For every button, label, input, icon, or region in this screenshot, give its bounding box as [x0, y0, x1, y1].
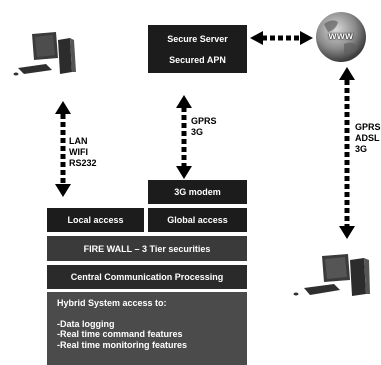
feature-item: -Data logging [57, 318, 115, 329]
gprs-link-labels: GPRS 3G [191, 116, 217, 138]
modem-label: 3G modem [174, 187, 221, 197]
secured-apn-label: Secured APN [169, 54, 226, 65]
remote-computer-icon [293, 254, 370, 296]
local-link-label: RS232 [69, 158, 97, 168]
ccp-label: Central Communication Processing [70, 272, 224, 282]
firewall-box: FIRE WALL – 3 Tier securities [47, 236, 247, 261]
local-link-label: LAN [69, 136, 88, 146]
modem-box: 3G modem [148, 180, 247, 204]
local-link-label: WIFI [69, 147, 88, 157]
firewall-label: FIRE WALL – 3 Tier securities [83, 243, 211, 254]
internet-link-labels: GPRS ADSL 3G [355, 122, 381, 155]
internet-link-label: ADSL [355, 133, 380, 143]
hybrid-title: Hybrid System access to: [57, 298, 167, 308]
hybrid-system-panel: Hybrid System access to: -Data logging -… [47, 292, 247, 365]
local-link-labels: LAN WIFI RS232 [69, 136, 97, 169]
internet-link-label: GPRS [355, 122, 381, 132]
global-access-label: Global access [167, 215, 228, 225]
local-access-box: Local access [47, 208, 144, 232]
secure-server-box: Secure Server Secured APN [148, 25, 247, 73]
feature-item: -Real time monitoring features [57, 339, 188, 350]
gprs-link-label: 3G [191, 127, 204, 137]
ccp-box: Central Communication Processing [47, 265, 247, 289]
local-access-label: Local access [67, 215, 124, 225]
internet-link-label: 3G [355, 144, 368, 154]
globe-label: www [328, 31, 354, 42]
gprs-link-label: GPRS [191, 116, 217, 126]
feature-item: -Real time command features [57, 329, 183, 339]
global-access-box: Global access [148, 208, 247, 232]
local-computer-icon [13, 32, 76, 76]
secure-server-title: Secure Server [167, 33, 228, 44]
globe-icon [316, 12, 366, 62]
